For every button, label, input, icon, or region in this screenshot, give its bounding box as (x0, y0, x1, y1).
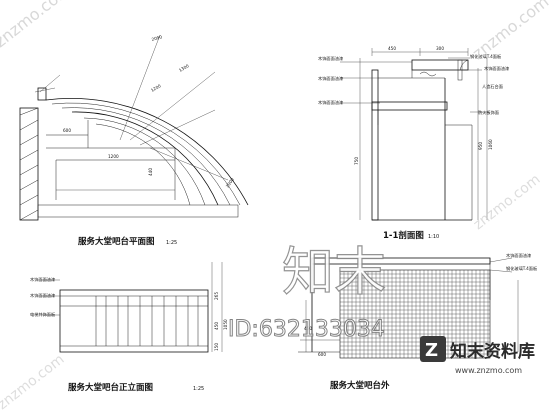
section-scale: 1:10 (428, 234, 439, 240)
front-label-1: 木饰面面油漆 (30, 292, 55, 299)
watermark-diagonal-top-right: znzmo.com (469, 0, 553, 63)
section-label-5: 人造石台面 (482, 83, 503, 90)
plan-view: 2090 1300 1200 600 1200 440 2000 服务大堂吧台平… (19, 34, 249, 247)
section-title: 1-1剖面图 (383, 230, 424, 241)
watermark-brand-badge: Z 知末资料库 www.znzmo.com (420, 336, 535, 375)
watermark-layer: znzmo.com znzmo.com znzmo.com znzmo.com … (0, 0, 552, 413)
watermark-diagonal-bottom-left: znzmo.com (0, 351, 67, 413)
side-title: 服务大堂吧台外 (330, 380, 390, 391)
section-label-4: 木饰面面油漆 (318, 99, 343, 106)
plan-title: 服务大堂吧台平面图 (78, 236, 155, 247)
side-label-0: 木饰面面油漆 (506, 252, 531, 259)
watermark-diagonal-mid-right: znzmo.com (471, 171, 544, 233)
plan-radial-dims (34, 34, 229, 181)
plan-dim-3: 600 (63, 128, 71, 133)
watermark-logo-text: 知末 (282, 243, 386, 303)
front-elevation-outline (40, 262, 223, 353)
watermark-badge-icon: Z (425, 340, 438, 361)
section-label-1: 钢化玻璃T.4面板 (470, 53, 502, 60)
watermark-brand-text: 知末资料库 (449, 341, 535, 362)
plan-dim-1: 1300 (178, 63, 190, 73)
section-dim-0: 450 (388, 46, 396, 51)
side-label-1: 钢化玻璃T.4面板 (506, 265, 538, 272)
plan-dim-5: 440 (148, 168, 153, 176)
watermark-diagonal-top-left: znzmo.com (0, 0, 74, 51)
front-dim-0: 265 (214, 292, 219, 300)
side-leaders (305, 257, 519, 352)
side-glass-grid (339, 269, 491, 359)
plan-dim-0: 2090 (151, 34, 163, 42)
front-elevation-view: 木饰面面油漆 木饰面面油漆 电梯井饰面板 265 450 1050 150 服务… (30, 262, 228, 393)
section-dim-1: 300 (436, 46, 444, 51)
plan-scale: 1:25 (166, 240, 177, 246)
front-scale: 1:25 (193, 386, 204, 392)
section-label-3: 木饰面面油漆 (318, 75, 343, 82)
section-dim-3: 950 (478, 142, 483, 150)
watermark-id: ID:632133034 (228, 317, 385, 342)
front-label-2: 电梯井饰面板 (30, 311, 56, 318)
section-view: 木饰面面油漆 钢化玻璃T.4面板 木饰面面油漆 木饰面面油漆 木饰面面油漆 人造… (318, 46, 509, 241)
front-dim-2: 1050 (223, 319, 228, 330)
plan-dim-4: 1200 (108, 154, 119, 159)
plan-wall (19, 87, 239, 221)
section-outline (371, 48, 473, 221)
section-label-0: 木饰面面油漆 (318, 55, 343, 62)
section-label-2: 木饰面面油漆 (484, 65, 509, 72)
plan-dim-2: 1200 (150, 83, 162, 93)
front-dim-3: 150 (214, 343, 219, 351)
side-dim-1: 600 (318, 352, 326, 357)
section-dim-2: 1060 (488, 139, 493, 150)
section-leaders (340, 57, 490, 220)
front-title: 服务大堂吧台正立面图 (68, 382, 153, 393)
plan-desk (46, 120, 176, 200)
plan-dim-6: 2000 (225, 177, 235, 189)
section-dim-4: 750 (354, 157, 359, 165)
front-dim-1: 450 (214, 322, 219, 330)
side-elevation-view: 木饰面面油漆 钢化玻璃T.4面板 450 600 服务大堂吧台外 (298, 252, 538, 391)
section-label-6: 防火板饰面 (478, 109, 499, 116)
side-dim-0: 450 (304, 326, 312, 331)
watermark-url: www.znzmo.com (455, 366, 522, 375)
plan-counter-arcs (45, 98, 249, 206)
front-label-0: 木饰面面油漆 (30, 276, 55, 283)
